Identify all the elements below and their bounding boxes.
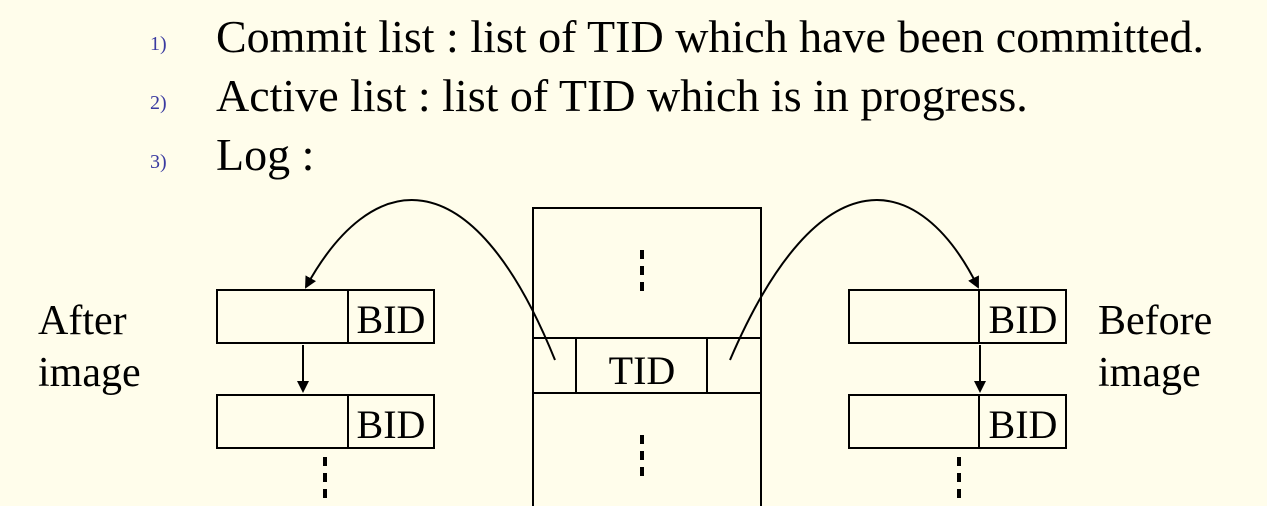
- list-text: Commit list : list of TID which have bee…: [216, 11, 1205, 62]
- before-image-record-2: BID: [848, 394, 1067, 449]
- log-column: TID: [532, 207, 762, 506]
- list-text: Active list : list of TID which is in pr…: [216, 70, 1028, 121]
- after-image-record-1: BID: [216, 289, 435, 344]
- bid-label: BID: [989, 402, 1058, 447]
- after-image-label: After image: [38, 295, 141, 399]
- before-image-record-1: BID: [848, 289, 1067, 344]
- before-image-pointer-arrow: [729, 199, 979, 361]
- bid-label: BID: [357, 402, 426, 447]
- before-image-label-line2: image: [1098, 350, 1201, 396]
- bid-label: BID: [357, 297, 426, 342]
- after-image-record-2: BID: [216, 394, 435, 449]
- list-number: 3): [150, 151, 167, 173]
- after-image-label-line1: After: [38, 298, 127, 344]
- before-image-label-line1: Before: [1098, 298, 1213, 344]
- before-image-label: Before image: [1098, 295, 1212, 399]
- list-number: 1): [150, 33, 167, 55]
- after-image-pointer-arrow: [305, 199, 556, 361]
- list-text: Log :: [216, 129, 315, 180]
- after-image-label-line2: image: [38, 350, 141, 396]
- bid-label: BID: [989, 297, 1058, 342]
- tid-label: TID: [609, 348, 676, 393]
- list-number: 2): [150, 92, 167, 114]
